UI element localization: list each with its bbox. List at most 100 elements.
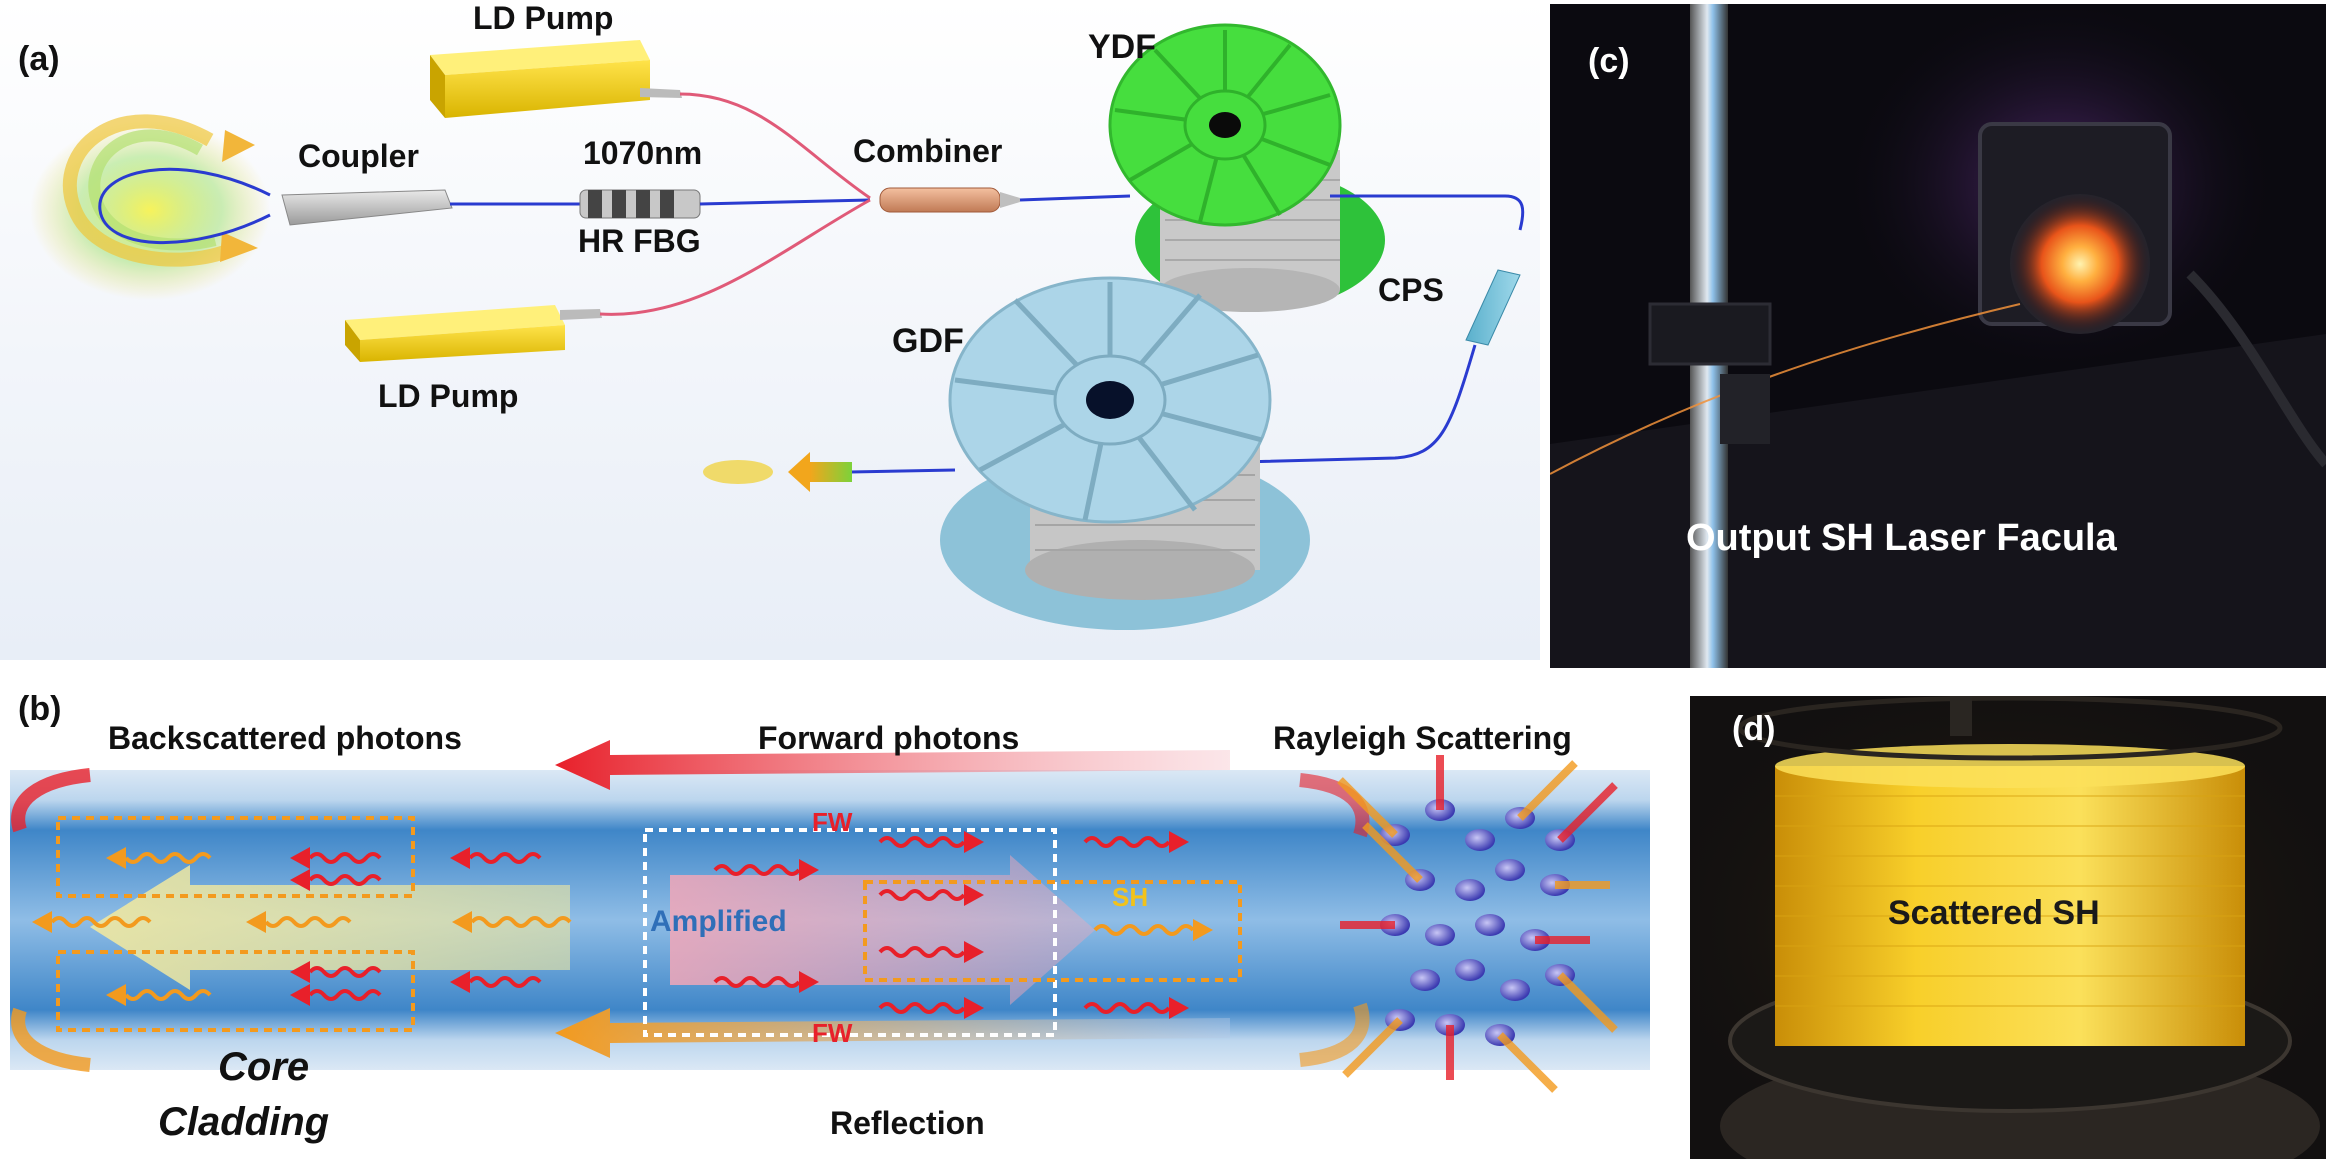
ld-pump-bottom-label: LD Pump: [378, 378, 519, 414]
photon-red-back: [450, 847, 542, 869]
loop-arrow-inner: [88, 129, 217, 251]
scatter-arrow: [1517, 760, 1578, 821]
output-arrowhead: [788, 452, 810, 492]
scatter-arrow: [1362, 822, 1423, 883]
sh-box: [863, 880, 1242, 982]
panel-c-photo-laser-facula: (c) Output SH Laser Facula: [1550, 4, 2326, 668]
wavelength-label: 1070nm: [583, 135, 703, 171]
scatter-arrow: [1557, 972, 1618, 1033]
scatterer-particle: [1500, 979, 1530, 1001]
reflection-arrow-top: [555, 740, 1230, 790]
fiber-ydf-cps: [1330, 194, 1525, 231]
loop-arrowhead-top: [222, 130, 255, 162]
scatter-arrow: [1337, 777, 1398, 838]
photon-red-forward: [1083, 831, 1189, 853]
scatterer-particle: [1475, 914, 1505, 936]
core-label: Core: [218, 1045, 310, 1089]
output-beam-glow: [703, 460, 773, 484]
scatterer-particle: [1495, 859, 1525, 881]
backscatter-box-top: [56, 816, 415, 898]
fw-bottom-label: FW: [812, 1018, 853, 1048]
scatterer-particle: [1425, 924, 1455, 946]
photon-red-back: [290, 869, 382, 891]
scattered-sh-caption: Scattered SH: [1888, 894, 2100, 932]
photon-orange-back: [452, 911, 572, 933]
photon-red-back: [290, 847, 382, 869]
photon-arrows: [32, 831, 1213, 1019]
coupler-device: [281, 189, 453, 226]
laser-spot: [2010, 194, 2150, 334]
cps-device: [1465, 269, 1521, 346]
photon-red-back: [290, 961, 382, 983]
fiber-cps-gdf: [1239, 344, 1477, 464]
panel-d-tag: (d): [1732, 710, 1776, 748]
fiber-fbg-combiner: [699, 198, 871, 206]
loop-arrow-outer: [63, 114, 233, 267]
setup-schematic: [30, 23, 1525, 630]
photon-orange-back: [246, 911, 352, 933]
gdf-label: GDF: [892, 322, 964, 360]
laser-beam: [1550, 303, 2021, 475]
ydf-label: YDF: [1088, 28, 1156, 66]
fw-top-label: FW: [812, 807, 853, 837]
laser-facula-photo: [1550, 4, 2326, 668]
panel-b-tag: (b): [18, 690, 62, 728]
fiber-combiner-ydf: [1019, 194, 1131, 202]
photon-red-forward: [713, 859, 819, 881]
scatter-arrow: [1557, 782, 1618, 843]
loop-arrowhead-bottom: [220, 232, 258, 262]
reflection-label: Reflection: [830, 1105, 985, 1141]
backscatter-box-bottom: [56, 950, 415, 1032]
scatterer-particle: [1410, 969, 1440, 991]
panel-a-tag: (a): [18, 40, 60, 78]
ld-pump-top-device: [430, 40, 682, 118]
output-fiber: [849, 468, 956, 474]
photon-orange-back: [106, 984, 212, 1006]
photon-red-forward: [1083, 997, 1189, 1019]
glowing-spool: [1775, 766, 2245, 1046]
curve-arrow-right-bottom: [1299, 1002, 1370, 1067]
curve-arrow-right-top: [1299, 773, 1370, 838]
pump-fiber-top: [679, 92, 871, 200]
photon-red-forward: [713, 971, 819, 993]
sh-label: SH: [1112, 882, 1149, 912]
scatterer-particle: [1455, 879, 1485, 901]
glowing-spool-photo: [1690, 696, 2326, 1159]
fiber-loop: [98, 167, 271, 245]
hr-fbg-label: HR FBG: [578, 223, 701, 259]
photon-red-forward: [878, 997, 984, 1019]
photon-red-back: [450, 971, 542, 993]
photon-sh-forward: [1093, 919, 1213, 941]
output-connector: [810, 462, 852, 482]
combiner-label: Combiner: [853, 133, 1003, 169]
photon-red-back: [290, 984, 382, 1006]
scatterer-particle: [1465, 829, 1495, 851]
photon-red-forward: [878, 941, 984, 963]
ydf-spool: [1108, 23, 1385, 312]
photon-red-forward: [878, 884, 984, 906]
curve-arrow-left-top: [11, 768, 91, 833]
cps-label: CPS: [1378, 272, 1444, 308]
forward-photons-label: Forward photons: [758, 720, 1020, 756]
combiner-device: [879, 187, 1001, 213]
photon-orange-back: [32, 911, 152, 933]
curve-arrow-left-bottom: [11, 1007, 91, 1072]
backscattered-photons-label: Backscattered photons: [108, 720, 462, 756]
coupler-label: Coupler: [298, 138, 419, 174]
rayleigh-scattering-label: Rayleigh Scattering: [1273, 720, 1572, 756]
cladding-label: Cladding: [158, 1100, 330, 1144]
photon-orange-back: [106, 847, 212, 869]
scatter-arrow: [1497, 1032, 1558, 1093]
amplified-box: [643, 828, 1057, 1037]
panel-b-mechanism-diagram: (b) Backscattered photons Forward photon…: [0, 690, 1660, 1159]
pump-fiber-bottom: [599, 198, 871, 316]
hr-fbg-device: [579, 189, 701, 219]
amplified-label: Amplified: [650, 905, 787, 938]
photon-red-forward: [878, 831, 984, 853]
amplified-band: [670, 855, 1095, 1005]
mechanism-schematic: [10, 740, 1650, 1093]
ld-pump-bottom-device: [345, 305, 602, 362]
facula-caption: Output SH Laser Facula: [1686, 517, 2117, 559]
combiner-tip: [1000, 192, 1020, 208]
rayleigh-scatterers: [1337, 755, 1618, 1093]
